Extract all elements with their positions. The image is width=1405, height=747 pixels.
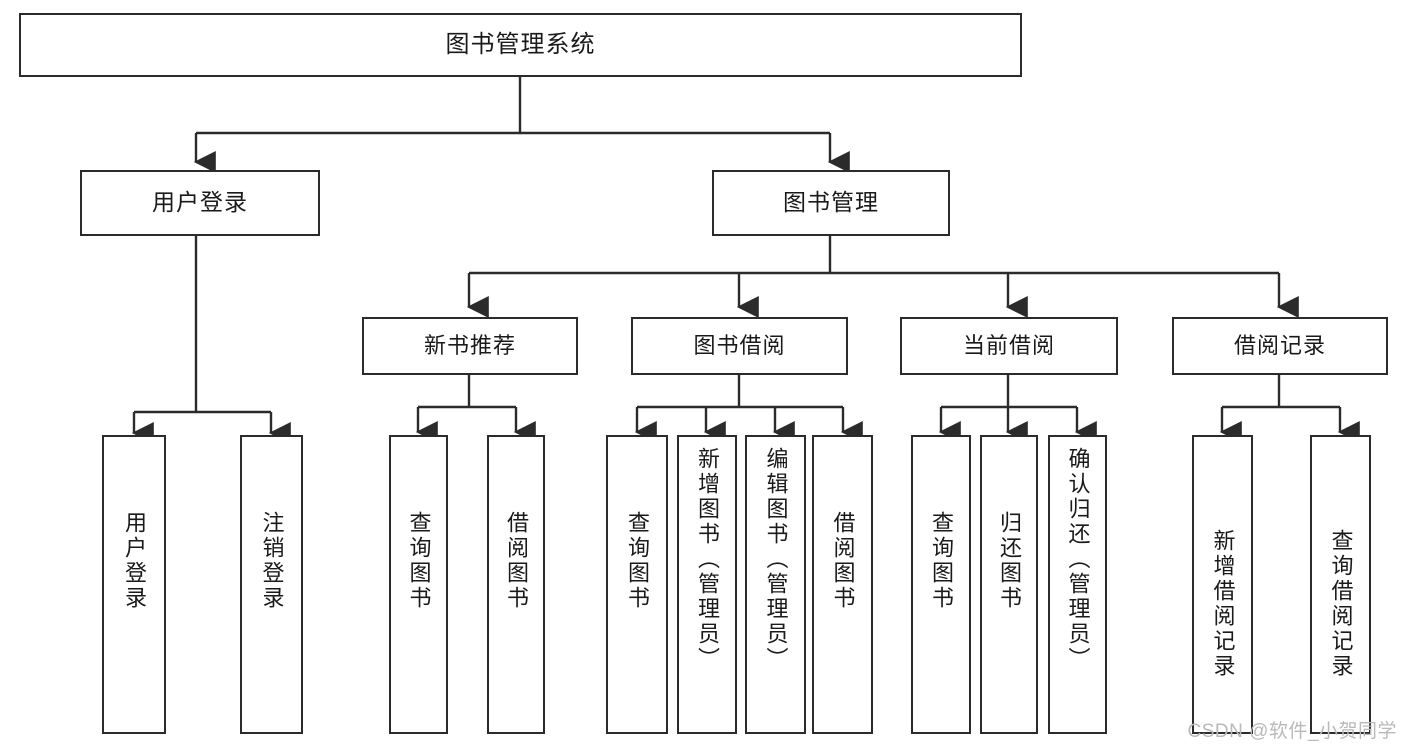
node-label: 借阅记录 [1233,333,1326,359]
node-label: 图书借阅 [693,333,786,359]
node-root-book-management-system[interactable]: 图书管理系统 [19,13,1022,77]
node-label: 当前借阅 [962,333,1055,359]
leaf-logout[interactable]: 注销登录 [240,435,303,734]
node-label: 查询图书 [929,511,954,611]
leaf-borrow-book[interactable]: 借阅图书 [812,435,873,734]
node-label: 注销登录 [259,511,285,611]
watermark-text: CSDN @软件_小贺同学 [1187,721,1397,742]
node-new-book-recommend[interactable]: 新书推荐 [362,317,578,375]
leaf-add-book-admin[interactable]: 新增图书（管理员） [677,435,737,734]
node-book-management[interactable]: 图书管理 [712,170,950,236]
leaf-add-borrow-record[interactable]: 新增借阅记录 [1192,435,1253,734]
node-book-borrow[interactable]: 图书借阅 [631,317,848,375]
node-label: 图书管理 [783,189,879,216]
leaf-borrow-book-new[interactable]: 借阅图书 [487,435,545,734]
node-current-borrow[interactable]: 当前借阅 [900,317,1118,375]
leaf-query-book-new[interactable]: 查询图书 [389,435,448,734]
node-label: 查询借阅记录 [1328,529,1354,679]
node-label: 借阅图书 [504,511,529,611]
node-user-login[interactable]: 用户登录 [80,170,320,236]
node-label: 新增借阅记录 [1210,529,1236,679]
node-label: 归还图书 [997,511,1022,611]
leaf-user-login[interactable]: 用户登录 [102,435,166,734]
leaf-query-book-borrow[interactable]: 查询图书 [606,435,668,734]
node-label: 新书推荐 [423,333,516,359]
node-label: 查询图书 [406,511,432,611]
leaf-return-book[interactable]: 归还图书 [980,435,1038,734]
node-label: 图书管理系统 [445,30,596,58]
node-label: 用户登录 [152,189,248,216]
node-label: 确认归还（管理员） [1065,447,1091,672]
leaf-confirm-return-admin[interactable]: 确认归还（管理员） [1048,435,1107,734]
node-label: 新增图书（管理员） [695,447,720,672]
leaf-query-book-current[interactable]: 查询图书 [911,435,971,734]
node-borrow-record[interactable]: 借阅记录 [1172,317,1388,375]
leaf-query-borrow-record[interactable]: 查询借阅记录 [1310,435,1371,734]
node-label: 查询图书 [625,511,650,611]
node-label: 借阅图书 [830,511,856,611]
leaf-edit-book-admin[interactable]: 编辑图书（管理员） [745,435,806,734]
node-label: 编辑图书（管理员） [763,447,789,672]
node-label: 用户登录 [122,511,147,611]
